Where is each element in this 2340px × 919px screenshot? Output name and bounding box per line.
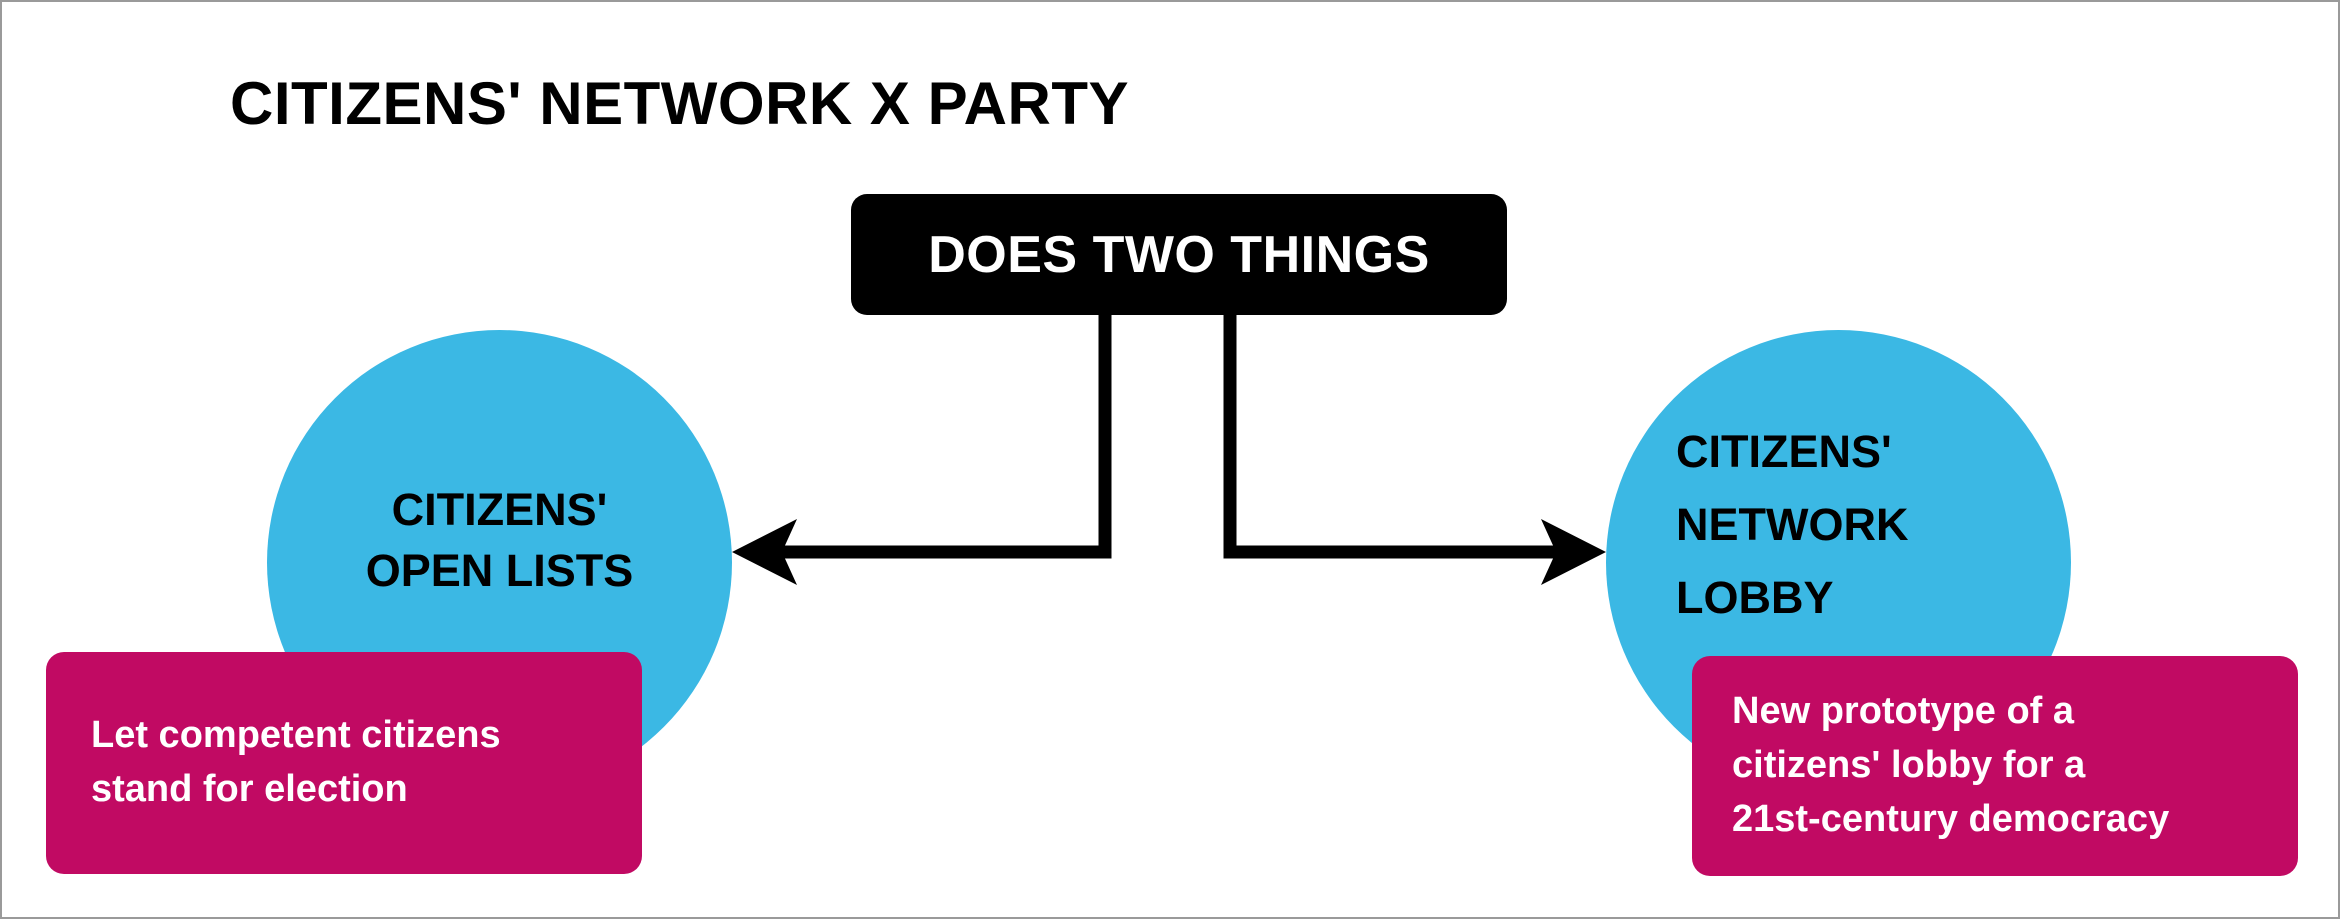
connector-left-branch xyxy=(732,312,1112,585)
arrowhead-right xyxy=(1541,519,1606,585)
hub-label: DOES TWO THINGS xyxy=(928,225,1430,284)
node-circle-citizens-open-lists[interactable]: CITIZENS' OPEN LISTS xyxy=(267,330,732,795)
arrowhead-left xyxy=(732,519,797,585)
hub-does-two-things[interactable]: DOES TWO THINGS xyxy=(851,194,1507,315)
node-circle-left-label: CITIZENS' OPEN LISTS xyxy=(365,483,634,596)
page-title: CITIZENS' NETWORK X PARTY xyxy=(230,70,1129,137)
caption-box-left[interactable]: Let competent citizens stand for electio… xyxy=(46,652,642,874)
caption-box-right[interactable]: New prototype of a citizens' lobby for a… xyxy=(1692,656,2298,876)
node-circle-right-label: CITIZENS' NETWORK LOBBY xyxy=(1676,426,1909,623)
connector-right-branch xyxy=(1223,312,1606,585)
caption-right-text: New prototype of a citizens' lobby for a… xyxy=(1732,690,2170,840)
caption-left-text: Let competent citizens stand for electio… xyxy=(91,714,501,810)
